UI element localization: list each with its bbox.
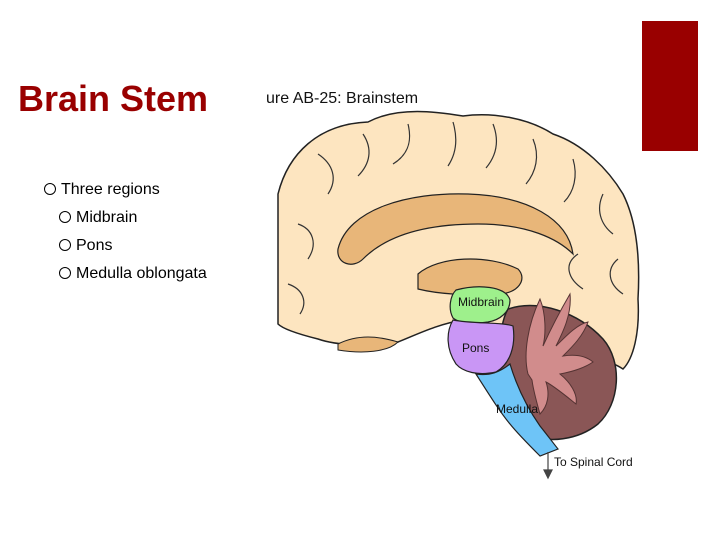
frontal-fold-shape: [337, 336, 399, 353]
circle-bullet-icon: [59, 239, 71, 251]
circle-bullet-icon: [59, 267, 71, 279]
brain-diagram: Midbrain Pons Medulla To Spinal Cord: [277, 110, 640, 480]
medulla-region: [474, 362, 559, 457]
midbrain-region: [449, 286, 511, 324]
bullet-text: Midbrain: [76, 209, 138, 226]
bullet-item: Pons: [59, 232, 207, 260]
circle-bullet-icon: [59, 211, 71, 223]
bullet-item: Midbrain: [59, 204, 207, 232]
pons-label: Pons: [462, 341, 489, 355]
accent-bar: [642, 21, 698, 151]
spinal-cord-label: To Spinal Cord: [554, 455, 633, 469]
midbrain-label: Midbrain: [458, 295, 504, 309]
brainstem-figure: ure AB-25: Brainstem: [266, 84, 642, 484]
spinal-cord-arrow: [543, 452, 553, 480]
arbor-vitae-shape: [525, 292, 594, 415]
figure-caption: ure AB-25: Brainstem: [266, 90, 419, 107]
bullet-text: Three regions: [61, 181, 160, 198]
bullet-item: Three regions: [44, 176, 207, 204]
medulla-label: Medulla: [496, 402, 538, 416]
bullet-list: Three regions Midbrain Pons Medulla oblo…: [44, 176, 207, 288]
thalamus-shape: [417, 258, 523, 296]
bullet-item: Medulla oblongata: [59, 260, 207, 288]
bullet-text: Medulla oblongata: [76, 265, 207, 282]
corpus-callosum-shape: [337, 193, 574, 265]
circle-bullet-icon: [44, 183, 56, 195]
slide-title: Brain Stem: [18, 78, 209, 119]
bullet-text: Pons: [76, 237, 113, 254]
